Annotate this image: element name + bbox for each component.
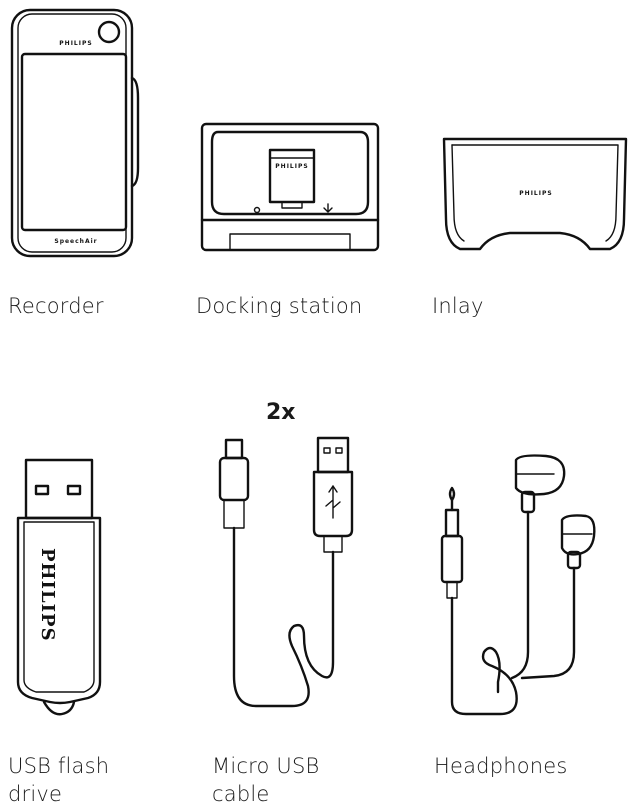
docking-station-label: Docking station xyxy=(196,294,363,318)
docking-station-illustration: PHILIPS xyxy=(200,122,382,254)
inlay-brand-logo: PHILIPS xyxy=(519,190,552,197)
micro-usb-cable-illustration xyxy=(212,436,362,718)
micro-usb-label: Micro USB cable xyxy=(212,752,319,808)
recorder-illustration: PHILIPS SpeechAir xyxy=(10,8,140,260)
inlay-illustration: PHILIPS xyxy=(440,135,632,255)
micro-usb-label-line2: cable xyxy=(212,782,270,806)
usb-drive-label-line2: drive xyxy=(8,782,63,806)
usb-flash-drive-illustration: PHILIPS xyxy=(14,458,106,720)
recorder-brand-logo: PHILIPS xyxy=(59,40,92,47)
headphones-label: Headphones xyxy=(434,754,568,778)
usb-drive-label-line1: USB flash xyxy=(8,754,110,778)
usb-drive-label: USB flash drive xyxy=(8,752,109,808)
dock-brand-logo: PHILIPS xyxy=(275,163,308,170)
micro-usb-label-line1: Micro USB xyxy=(212,754,320,778)
headphones-illustration xyxy=(436,452,596,718)
recorder-footer-logo: SpeechAir xyxy=(54,238,97,245)
recorder-label: Recorder xyxy=(8,294,104,318)
inlay-label: Inlay xyxy=(432,294,484,318)
quantity-badge: 2x xyxy=(266,400,296,425)
usb-brand-logo: PHILIPS xyxy=(37,548,58,642)
